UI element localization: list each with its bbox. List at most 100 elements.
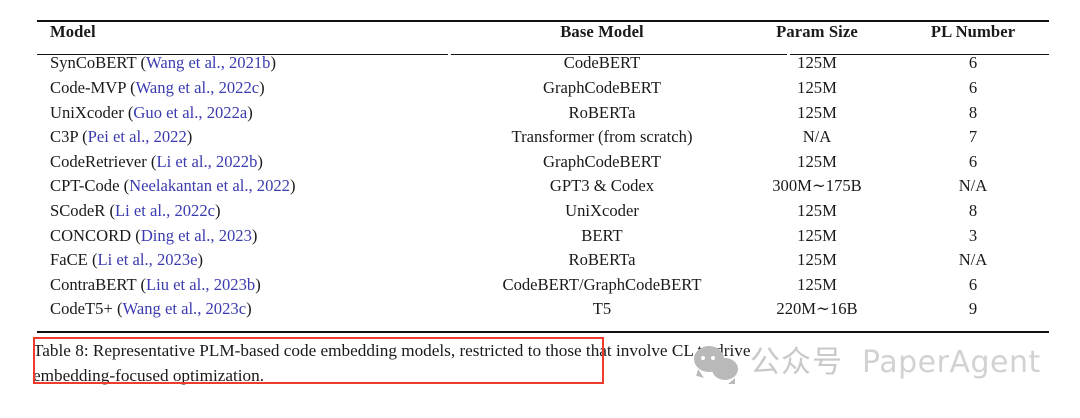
model-name: CONCORD xyxy=(50,225,132,245)
cell-param-size: 125M xyxy=(797,102,837,122)
citation-paren-open: ( xyxy=(82,127,88,147)
cell-base-model: BERT xyxy=(581,225,623,245)
cell-pl-number: N/A xyxy=(958,250,988,270)
cell-param-size: N/A xyxy=(802,127,832,147)
citation-link[interactable]: Li et al., 2022c xyxy=(115,200,216,220)
column-header-pl-number: PL Number xyxy=(930,22,1016,41)
cell-pl-number: 8 xyxy=(968,102,978,122)
citation-link[interactable]: Li et al., 2023e xyxy=(97,250,198,270)
column-header-param-size: Param Size xyxy=(776,22,858,41)
cell-model: C3P (Pei et al., 2022) xyxy=(37,125,467,150)
table-row: CodeT5+ (Wang et al., 2023c) T5 220M∼16B 9 xyxy=(37,297,1049,322)
cell-pl-number: N/A xyxy=(958,176,988,196)
citation-paren-close: ) xyxy=(215,200,221,220)
representative-plm-code-embedding-table: Model Base Model Param Size PL Number Sy… xyxy=(37,23,1049,322)
table-top-rule xyxy=(37,20,1049,23)
table-row: UniXcoder (Guo et al., 2022a) RoBERTa 125M… xyxy=(37,101,1049,126)
model-name: CodeRetriever xyxy=(50,151,147,171)
citation-link[interactable]: Li et al., 2022b xyxy=(156,151,258,171)
cell-base-model: GraphCodeBERT xyxy=(543,151,661,171)
rule-break-1 xyxy=(448,53,451,56)
cell-base-model: Transformer (from scratch) xyxy=(511,127,693,147)
table-header-row: Model Base Model Param Size PL Number xyxy=(37,23,1049,49)
cell-param-size: 220M∼16B xyxy=(776,299,858,319)
cell-model: FaCE (Li et al., 2023e) xyxy=(37,248,467,273)
cell-base-model: GraphCodeBERT xyxy=(543,78,661,98)
model-name: ContraBERT xyxy=(50,274,137,294)
table-row: SCodeR (Li et al., 2022c) UniXcoder 125M 8 xyxy=(37,199,1049,224)
cell-param-size: 125M xyxy=(797,200,837,220)
model-name: C3P xyxy=(50,127,78,147)
table-header-rule xyxy=(37,54,1049,56)
cell-param-size: 125M xyxy=(797,151,837,171)
caption-line-2: embedding-focused optimization. xyxy=(33,366,265,385)
citation-paren-open: ( xyxy=(150,151,157,171)
cell-model: CodeRetriever (Li et al., 2022b) xyxy=(37,150,467,175)
citation-link[interactable]: Pei et al., 2022 xyxy=(87,127,187,147)
citation-paren-open: ( xyxy=(140,274,146,294)
citation-link[interactable]: Ding et al., 2023 xyxy=(140,225,252,245)
cell-base-model: GPT3 & Codex xyxy=(549,176,655,196)
cell-pl-number: 7 xyxy=(968,127,978,147)
model-name: SynCoBERT xyxy=(50,53,137,73)
model-name: CPT-Code xyxy=(50,176,120,196)
citation-paren-close: ) xyxy=(251,225,258,245)
cell-pl-number: 6 xyxy=(968,78,978,98)
cell-param-size: 300M∼175B xyxy=(772,176,862,196)
citation-paren-open: ( xyxy=(116,299,123,319)
cell-pl-number: 9 xyxy=(968,299,978,319)
table-row: Code-MVP (Wang et al., 2022c) GraphCodeBE… xyxy=(37,76,1049,101)
citation-link[interactable]: Liu et al., 2023b xyxy=(145,274,256,294)
citation-paren-open: ( xyxy=(130,78,136,98)
model-name: SCodeR xyxy=(50,200,106,220)
citation-paren-close: ) xyxy=(257,151,263,171)
citation-paren-close: ) xyxy=(259,78,265,98)
citation-paren-open: ( xyxy=(123,176,130,196)
cell-pl-number: 3 xyxy=(968,225,978,245)
citation-link[interactable]: Neelakantan et al., 2022 xyxy=(129,176,290,196)
cell-pl-number: 6 xyxy=(968,151,978,171)
table-row: C3P (Pei et al., 2022) Transformer (from … xyxy=(37,125,1049,150)
cell-base-model: UniXcoder xyxy=(565,200,639,220)
rule-break-2 xyxy=(787,53,790,56)
citation-paren-open: ( xyxy=(91,250,98,270)
citation-paren-open: ( xyxy=(127,102,134,122)
cell-base-model: T5 xyxy=(592,299,612,319)
citation-paren-open: ( xyxy=(140,53,146,73)
cell-model: CPT-Code (Neelakantan et al., 2022) xyxy=(37,174,467,199)
citation-link[interactable]: Wang et al., 2022c xyxy=(135,78,260,98)
citation-paren-close: ) xyxy=(186,127,193,147)
table-row: CodeRetriever (Li et al., 2022b) GraphCod… xyxy=(37,150,1049,175)
citation-paren-open: ( xyxy=(109,200,116,220)
model-name: FaCE xyxy=(50,250,88,270)
caption-line-1: Table 8: Representative PLM-based code e… xyxy=(33,341,751,360)
citation-link[interactable]: Wang et al., 2023c xyxy=(122,299,247,319)
cell-pl-number: 6 xyxy=(968,274,978,294)
table-header: Model Base Model Param Size PL Number xyxy=(37,23,1049,49)
cell-model: SynCoBERT (Wang et al., 2021b) xyxy=(37,49,467,76)
citation-paren-close: ) xyxy=(255,274,261,294)
column-header-model: Model xyxy=(50,22,96,41)
cell-base-model: RoBERTa xyxy=(568,250,636,270)
cell-param-size: 125M xyxy=(797,53,837,73)
cell-model: Code-MVP (Wang et al., 2022c) xyxy=(37,76,467,101)
citation-paren-close: ) xyxy=(270,53,277,73)
table-bottom-rule xyxy=(37,331,1049,334)
model-name: Code-MVP xyxy=(50,78,126,98)
cell-model: UniXcoder (Guo et al., 2022a) xyxy=(37,101,467,126)
table-caption: Table 8: Representative PLM-based code e… xyxy=(33,338,1051,388)
cell-model: CodeT5+ (Wang et al., 2023c) xyxy=(37,297,467,322)
cell-param-size: 125M xyxy=(797,78,837,98)
cell-base-model: RoBERTa xyxy=(568,102,636,122)
citation-link[interactable]: Wang et al., 2021b xyxy=(146,53,271,73)
citation-paren-close: ) xyxy=(246,299,252,319)
citation-paren-close: ) xyxy=(289,176,296,196)
cell-pl-number: 8 xyxy=(968,200,978,220)
citation-link[interactable]: Guo et al., 2022a xyxy=(133,102,248,122)
citation-paren-close: ) xyxy=(197,250,204,270)
